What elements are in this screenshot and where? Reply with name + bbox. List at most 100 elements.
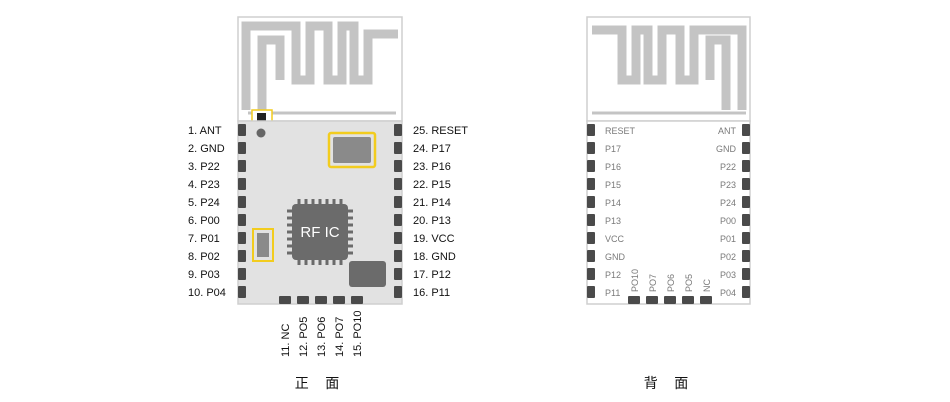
back-bottom-pad [682,296,694,304]
front-bottom-pin-label: 11. NC [280,324,292,357]
back-bottom-pin-label: PO5 [684,274,694,292]
front-bottom-pad [279,296,291,304]
crystal [333,137,371,163]
back-bottom-pin-label: PO10 [630,269,640,292]
front-right-pad [394,142,402,154]
rf-ic-pin [325,259,329,265]
back-bottom-pad [628,296,640,304]
back-right-pad [742,268,750,280]
back-left-pad [587,124,595,136]
front-bottom-pad [333,296,345,304]
front-caption: 正 面 [295,376,345,392]
back-left-pin-labels: RESET P17 P16 P15 P14 P13 VCC GND P12 P1… [605,126,636,298]
front-right-pin-label: 18. GND [413,251,456,263]
rf-ic-pin [347,237,353,241]
front-left-pad [238,268,246,280]
front-bottom-pad [351,296,363,304]
rf-ic-pin [325,199,329,205]
front-right-pin-label: 16. P11 [413,287,450,299]
back-bottom-pad [646,296,658,304]
rf-ic-pin [347,230,353,234]
back-right-pad [742,214,750,226]
front-left-pad [238,286,246,298]
back-right-pad [742,142,750,154]
rf-ic-pin [287,251,293,255]
back-right-pin-label: P04 [720,288,736,298]
rf-ic-pin [297,259,301,265]
rf-ic-pin [347,216,353,220]
back-bottom-pads [628,296,712,304]
front-left-pin-label: 10. P04 [188,287,226,299]
front-bottom-pin-label: 12. PO5 [298,317,310,357]
front-right-pad [394,268,402,280]
front-right-pin-label: 23. P16 [413,161,451,173]
front-antenna-trace [241,21,398,110]
rf-ic-pin [304,199,308,205]
front-left-pin-labels: 1. ANT 2. GND 3. P22 4. P23 5. P24 6. P0… [188,125,226,299]
front-left-pin-label: 8. P02 [188,251,220,263]
back-right-pin-label: ANT [718,126,737,136]
back-right-pad [742,160,750,172]
front-right-pad [394,250,402,262]
front-right-pad [394,160,402,172]
front-right-pin-label: 20. P13 [413,215,451,227]
rf-ic-pin [332,199,336,205]
front-bottom-pin-label: 15. PO10 [352,311,364,357]
back-right-pad [742,232,750,244]
front-left-pad [238,196,246,208]
back-view: RESET P17 P16 P15 P14 P13 VCC GND P12 P1… [586,16,751,392]
rf-ic-label: RF IC [300,224,339,241]
back-right-pad [742,178,750,190]
front-left-pin-label: 7. P01 [188,233,220,245]
back-left-pin-label: P15 [605,180,621,190]
capacitor-outline [252,228,274,262]
shield-component [349,261,386,287]
rf-ic-pin [347,209,353,213]
back-right-pin-label: P01 [720,234,736,244]
front-left-pin-label: 3. P22 [188,161,220,173]
front-bottom-pad [297,296,309,304]
rf-ic-pin [287,244,293,248]
rf-ic-pin [287,223,293,227]
front-right-pad [394,178,402,190]
back-right-pin-label: P23 [720,180,736,190]
rf-ic-pin [347,223,353,227]
rf-ic-pin [287,230,293,234]
back-left-pin-label: P14 [605,198,621,208]
back-antenna-trace [592,25,747,110]
back-bottom-pad [700,296,712,304]
front-left-pin-label: 4. P23 [188,179,220,191]
back-left-pad [587,160,595,172]
rf-ic-body [292,204,348,260]
front-right-pad [394,232,402,244]
front-right-pin-label: 21. P14 [413,197,451,209]
back-left-pad [587,286,595,298]
crystal-outline [327,131,377,169]
front-left-pin-label: 1. ANT [188,125,222,137]
back-bottom-pin-label: PO6 [666,274,676,292]
front-bottom-pin-label: 14. PO7 [334,317,346,357]
back-right-pin-label: P03 [720,270,736,280]
front-left-pad [238,124,246,136]
back-bottom-pin-label: PO7 [648,274,658,292]
back-caption: 背 面 [644,376,694,392]
back-left-pin-label: GND [605,252,626,262]
front-right-pin-label: 17. P12 [413,269,451,281]
back-right-pin-label: P02 [720,252,736,262]
front-left-pad [238,142,246,154]
rf-ic-chip: RF IC [287,199,353,265]
rf-ic-pins [287,199,353,265]
back-left-pad [587,142,595,154]
front-right-pin-label: 19. VCC [413,233,455,245]
front-right-pad [394,196,402,208]
rf-ic-pin [339,199,343,205]
front-antenna-feed-component [257,113,266,122]
back-right-pads [742,124,750,298]
rf-ic-pin [311,259,315,265]
back-left-pad [587,178,595,190]
back-left-pad [587,250,595,262]
back-bottom-pad [664,296,676,304]
back-right-pad [742,196,750,208]
rf-ic-pin [347,244,353,248]
